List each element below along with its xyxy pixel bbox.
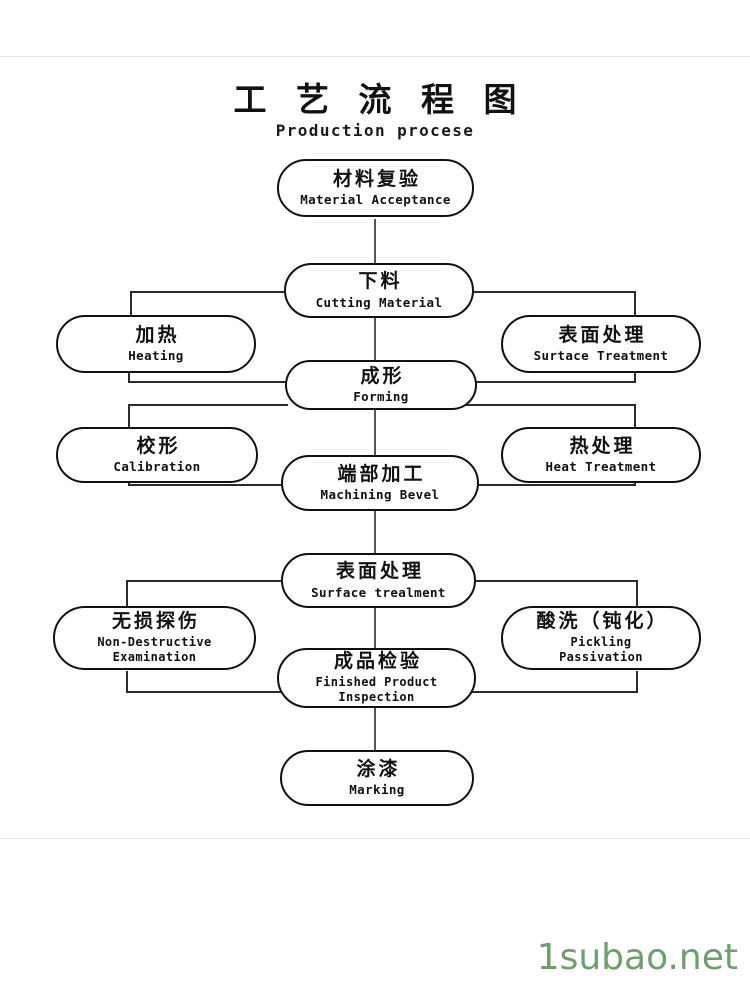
connector-cutting-to-heating-v: [130, 291, 132, 316]
node-label-en: Marking: [349, 782, 405, 798]
page-title-en: Production procese: [275, 121, 475, 141]
connector-surface-to-inspection: [374, 607, 376, 649]
node-calibration[interactable]: 校形 Calibration: [56, 427, 258, 483]
node-label-en: Surface trealment: [311, 584, 446, 600]
node-label-cn: 端部加工: [337, 462, 426, 485]
connector-forming-to-calibration-h: [128, 404, 288, 406]
node-label-cn: 热处理: [569, 434, 636, 457]
node-label-en: Heating: [128, 348, 184, 364]
node-surtace-treatment[interactable]: 表面处理 Surtace Treatment: [501, 315, 701, 373]
node-pickling-passivation[interactable]: 酸洗（钝化） Pickling Passivation: [501, 606, 701, 670]
connector-pickling-to-inspection-v: [636, 671, 638, 693]
node-label-cn: 表面处理: [335, 560, 424, 583]
scan-rule-bottom: [0, 838, 750, 839]
connector-surtace-to-forming-v: [634, 372, 636, 382]
site-watermark: 1subao.net: [536, 937, 738, 978]
node-label-cn: 表面处理: [558, 323, 647, 346]
node-label-cn: 无损探伤: [111, 610, 200, 633]
node-label-en: Heat Treatment: [545, 459, 657, 475]
connector-forming-to-heat-treatment-h: [466, 404, 636, 406]
node-label-cn: 成品检验: [333, 650, 422, 673]
connector-surface-to-ndt-h: [126, 580, 286, 582]
connector-heat-treatment-to-machining-h: [470, 484, 636, 486]
node-finished-product-inspection[interactable]: 成品检验 Finished Product Inspection: [277, 648, 476, 708]
node-marking[interactable]: 涂漆 Marking: [280, 750, 474, 806]
connector-surface-to-pickling-h: [466, 580, 638, 582]
node-label-cn: 下料: [358, 270, 403, 293]
connector-inspection-to-marking: [374, 707, 376, 750]
diagram-title-block: 工 艺 流 程 图 Production procese: [0, 80, 750, 141]
node-machining-bevel[interactable]: 端部加工 Machining Bevel: [281, 455, 479, 511]
connector-material-to-cutting: [374, 219, 376, 265]
node-non-destructive-examination[interactable]: 无损探伤 Non-Destructive Examination: [53, 606, 256, 670]
node-surface-treatment-2[interactable]: 表面处理 Surface trealment: [281, 553, 476, 608]
connector-surtace-to-forming-h: [466, 381, 636, 383]
connector-cutting-to-forming: [374, 317, 376, 362]
connector-forming-to-machining: [374, 407, 376, 456]
node-label-en: Forming: [353, 389, 409, 405]
node-label-cn: 校形: [136, 434, 181, 457]
node-label-en: Finished Product Inspection: [315, 675, 438, 704]
node-heating[interactable]: 加热 Heating: [56, 315, 256, 373]
connector-cutting-to-surtace-h: [466, 291, 636, 293]
node-heat-treatment[interactable]: 热处理 Heat Treatment: [501, 427, 701, 483]
connector-cutting-to-heating-h: [130, 291, 285, 293]
node-label-en: Calibration: [113, 459, 201, 475]
scan-rule-top: [0, 56, 750, 57]
node-label-en: Pickling Passivation: [559, 635, 643, 664]
node-cutting-material[interactable]: 下料 Cutting Material: [284, 263, 474, 318]
node-material-acceptance[interactable]: 材料复验 Material Acceptance: [277, 159, 474, 217]
connector-forming-to-heat-treatment-v: [634, 404, 636, 428]
connector-machining-to-surface: [374, 509, 376, 554]
connector-ndt-to-inspection-v: [126, 671, 128, 693]
connector-surface-to-pickling-v: [636, 580, 638, 607]
connector-forming-to-calibration-v: [128, 404, 130, 428]
connector-heating-to-forming-v: [128, 372, 130, 382]
node-label-cn: 酸洗（钝化）: [536, 610, 669, 633]
node-label-en: Material Acceptance: [300, 192, 451, 208]
connector-surface-to-ndt-v: [126, 580, 128, 607]
node-label-cn: 涂漆: [356, 757, 401, 780]
connector-cutting-to-surtace-v: [634, 291, 636, 316]
node-label-cn: 成形: [360, 364, 405, 387]
node-label-en: Surtace Treatment: [533, 348, 669, 364]
node-label-en: Non-Destructive Examination: [97, 635, 212, 664]
node-label-en: Cutting Material: [315, 294, 443, 310]
node-label-cn: 加热: [135, 323, 180, 346]
node-forming[interactable]: 成形 Forming: [285, 360, 477, 410]
connector-pickling-to-inspection-h: [470, 691, 638, 693]
connector-ndt-to-inspection-h: [126, 691, 281, 693]
connector-calibration-to-machining-h: [128, 484, 286, 486]
page-title-cn: 工 艺 流 程 图: [233, 80, 526, 119]
node-label-en: Machining Bevel: [320, 487, 440, 503]
connector-heating-to-forming-h: [128, 381, 288, 383]
node-label-cn: 材料复验: [332, 167, 421, 190]
